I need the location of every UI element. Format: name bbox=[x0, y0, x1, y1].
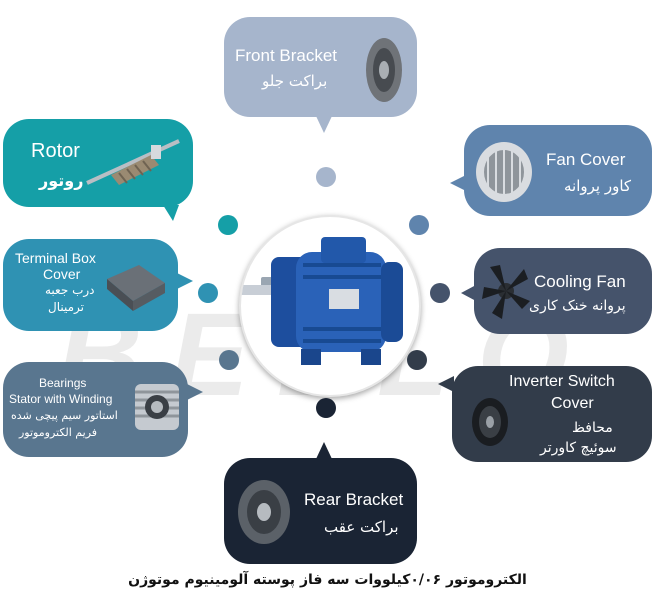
callout-tail bbox=[316, 116, 332, 133]
front-bracket-label: Front Bracket bbox=[235, 46, 338, 65]
connector-dot bbox=[219, 350, 239, 370]
inverter-cover-callout: Inverter Switch Cover محافظ سوئیچ کاورتر bbox=[438, 366, 652, 462]
connector-dot bbox=[316, 398, 336, 418]
terminal-box-label-fa-line2: ترمینال bbox=[48, 300, 85, 314]
callout-tail bbox=[450, 175, 466, 191]
callout-tail bbox=[187, 384, 203, 400]
fan-cover-label-fa: کاور پروانه bbox=[564, 177, 632, 195]
cooling-fan-label: Cooling Fan bbox=[534, 272, 626, 291]
fan-cover-label: Fan Cover bbox=[546, 150, 626, 169]
stator-callout: Bearings Stator with Winding استاتور سیم… bbox=[3, 362, 203, 457]
front-bracket-label-fa: براکت جلو bbox=[262, 72, 328, 90]
rear-bracket-label-fa: براکت عقب bbox=[324, 518, 399, 536]
rear-bracket-icon bbox=[238, 480, 290, 544]
rotor-label-fa: روتور bbox=[39, 171, 84, 190]
callout-tail bbox=[461, 285, 476, 301]
callout-tail bbox=[163, 205, 179, 221]
cooling-fan-callout: Cooling Fan پروانه خنک کاری bbox=[461, 248, 652, 334]
connector-dot bbox=[430, 283, 450, 303]
inverter-cover-label-fa-line2: سوئیچ کاورتر bbox=[540, 440, 617, 456]
terminal-box-label-line2: Cover bbox=[43, 266, 81, 282]
inverter-cover-label-line1: Inverter Switch bbox=[509, 373, 615, 390]
callout-tail bbox=[316, 442, 332, 459]
rotor-callout: Rotor روتور bbox=[3, 119, 193, 221]
stator-label-fa-line2: فریم الکتروموتور bbox=[19, 426, 98, 439]
terminal-box-label-line1: Terminal Box bbox=[15, 250, 96, 266]
rotor-label: Rotor bbox=[31, 140, 80, 162]
caption: الکتروموتور ۰/۰۶کیلووات سه فاز پوسته آلو… bbox=[128, 572, 527, 588]
cooling-fan-label-fa: پروانه خنک کاری bbox=[529, 298, 626, 314]
stator-label-fa-line1: استاتور سیم پیچی شده bbox=[11, 409, 118, 422]
fan-cover-callout: Fan Cover کاور پروانه bbox=[450, 125, 652, 216]
connector-dot bbox=[198, 283, 218, 303]
front-bracket-callout: Front Bracket براکت جلو bbox=[224, 17, 417, 133]
rotor-icon bbox=[86, 139, 180, 185]
inverter-cover-label-fa-line1: محافظ bbox=[572, 420, 613, 436]
connector-dot bbox=[407, 350, 427, 370]
terminal-box-callout: Terminal Box Cover درب جعبه ترمینال bbox=[3, 239, 193, 331]
fan-cover-icon bbox=[476, 142, 532, 202]
rear-bracket-callout: Rear Bracket براکت عقب bbox=[224, 442, 417, 564]
connector-dot bbox=[218, 215, 238, 235]
inverter-cover-label-line2: Cover bbox=[551, 395, 594, 412]
inverter-cover-icon bbox=[472, 398, 508, 446]
callout-tail bbox=[177, 273, 193, 289]
motor-image bbox=[239, 215, 421, 397]
rear-bracket-label: Rear Bracket bbox=[304, 490, 404, 509]
callout-tail bbox=[438, 376, 454, 392]
terminal-box-label-fa-line1: درب جعبه bbox=[45, 283, 95, 297]
cooling-fan-icon bbox=[482, 265, 530, 319]
connector-dot bbox=[316, 167, 336, 187]
stator-icon bbox=[135, 384, 179, 430]
stator-label-line1: Bearings bbox=[39, 376, 87, 390]
terminal-box-icon bbox=[107, 265, 165, 311]
electric-motor-icon bbox=[241, 237, 403, 365]
stator-label-line2: Stator with Winding bbox=[9, 392, 113, 406]
front-bracket-icon bbox=[366, 38, 402, 102]
connector-dot bbox=[409, 215, 429, 235]
